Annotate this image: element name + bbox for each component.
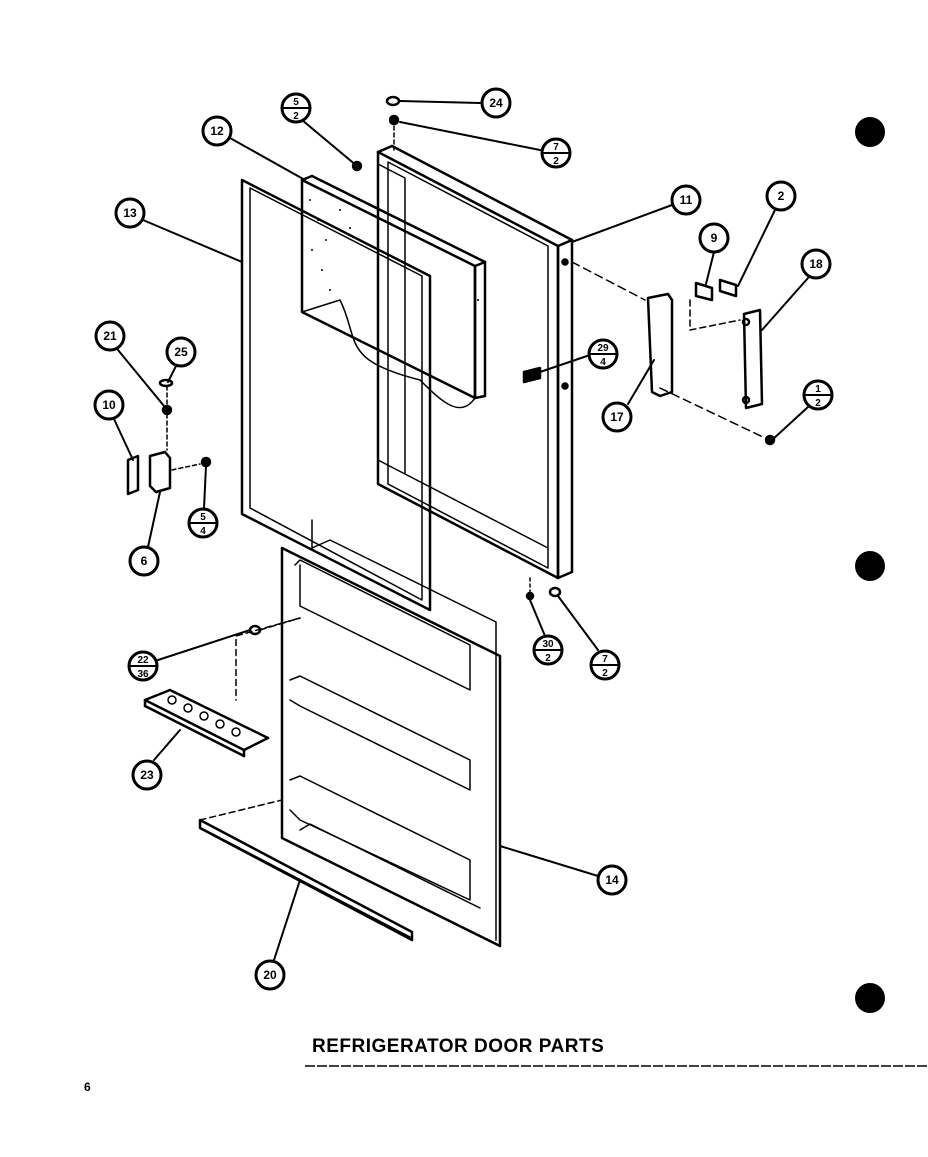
svg-text:12: 12 xyxy=(210,124,224,138)
fraction-callout-1-2: 1 2 xyxy=(802,379,834,411)
svg-text:11: 11 xyxy=(680,193,693,207)
callout-2: 2 xyxy=(765,180,797,212)
svg-text:20: 20 xyxy=(263,968,277,982)
callout-18: 18 xyxy=(800,248,832,280)
callout-20: 20 xyxy=(254,959,286,991)
svg-text:22: 22 xyxy=(137,655,149,666)
svg-text:2: 2 xyxy=(778,189,785,203)
callout-24: 24 xyxy=(480,87,512,119)
svg-text:29: 29 xyxy=(597,343,609,354)
binder-hole-bottom xyxy=(855,983,885,1013)
svg-text:18: 18 xyxy=(809,257,823,271)
binder-hole-middle xyxy=(855,551,885,581)
upper-door-liner xyxy=(300,174,487,409)
hardware-fasteners xyxy=(199,95,562,821)
svg-text:17: 17 xyxy=(610,410,624,424)
svg-text:5: 5 xyxy=(293,97,299,108)
svg-text:14: 14 xyxy=(605,873,619,887)
svg-text:2: 2 xyxy=(545,653,551,664)
svg-text:23: 23 xyxy=(140,768,154,782)
svg-text:6: 6 xyxy=(141,554,148,568)
upper-door-gasket xyxy=(240,178,432,612)
callout-21: 21 xyxy=(94,320,126,352)
fraction-callout-30-2: 30 2 xyxy=(532,634,564,666)
fraction-callout-5-2: 5 2 xyxy=(280,92,312,124)
upper-door-outer-panel xyxy=(376,144,574,580)
callout-10: 10 xyxy=(93,389,125,421)
svg-text:10: 10 xyxy=(102,398,116,412)
diagram-title: REFRIGERATOR DOOR PARTS xyxy=(312,1036,605,1057)
svg-text:5: 5 xyxy=(200,512,206,523)
fraction-callout-7-2-bottom: 7 2 xyxy=(589,649,621,681)
svg-text:30: 30 xyxy=(542,639,554,650)
svg-text:25: 25 xyxy=(174,345,188,359)
callout-17: 17 xyxy=(601,401,633,433)
svg-text:7: 7 xyxy=(602,654,608,665)
svg-text:1: 1 xyxy=(815,384,821,395)
fraction-callout-29-4: 29 4 xyxy=(587,338,619,370)
svg-text:21: 21 xyxy=(103,329,117,343)
callout-14: 14 xyxy=(596,864,628,896)
callout-13: 13 xyxy=(114,197,146,229)
leader-lines xyxy=(113,100,809,961)
svg-text:13: 13 xyxy=(123,206,137,220)
svg-text:9: 9 xyxy=(711,231,718,245)
callout-11: 11 xyxy=(670,184,702,216)
svg-text:4: 4 xyxy=(600,357,606,368)
fraction-callout-5-4: 5 4 xyxy=(187,507,219,539)
handle-assembly xyxy=(571,261,776,446)
callouts: 12 13 24 11 2 9 18 17 21 25 10 6 23 14 2… xyxy=(93,87,832,991)
svg-text:4: 4 xyxy=(200,526,206,537)
fraction-callouts: 5 2 7 2 29 4 1 2 5 4 xyxy=(127,92,834,682)
svg-text:2: 2 xyxy=(602,668,608,679)
callout-9: 9 xyxy=(698,222,730,254)
svg-text:2: 2 xyxy=(815,398,821,409)
callout-12: 12 xyxy=(201,115,233,147)
svg-text:36: 36 xyxy=(137,669,149,680)
lower-door-liner xyxy=(280,519,502,948)
callout-6: 6 xyxy=(128,545,160,577)
svg-text:7: 7 xyxy=(553,142,559,153)
page-number: 6 xyxy=(84,1080,91,1094)
callout-23: 23 xyxy=(131,759,163,791)
lower-gasket-strip xyxy=(198,818,414,942)
svg-text:24: 24 xyxy=(489,96,503,110)
fraction-callout-22-36: 22 36 xyxy=(127,650,159,682)
binder-hole-top xyxy=(855,117,885,147)
svg-text:2: 2 xyxy=(293,111,299,122)
callout-25: 25 xyxy=(165,336,197,368)
shelf-rail xyxy=(143,688,270,758)
fraction-callout-7-2-top: 7 2 xyxy=(540,137,572,169)
hinge-assembly xyxy=(126,378,212,496)
svg-text:2: 2 xyxy=(553,156,559,167)
